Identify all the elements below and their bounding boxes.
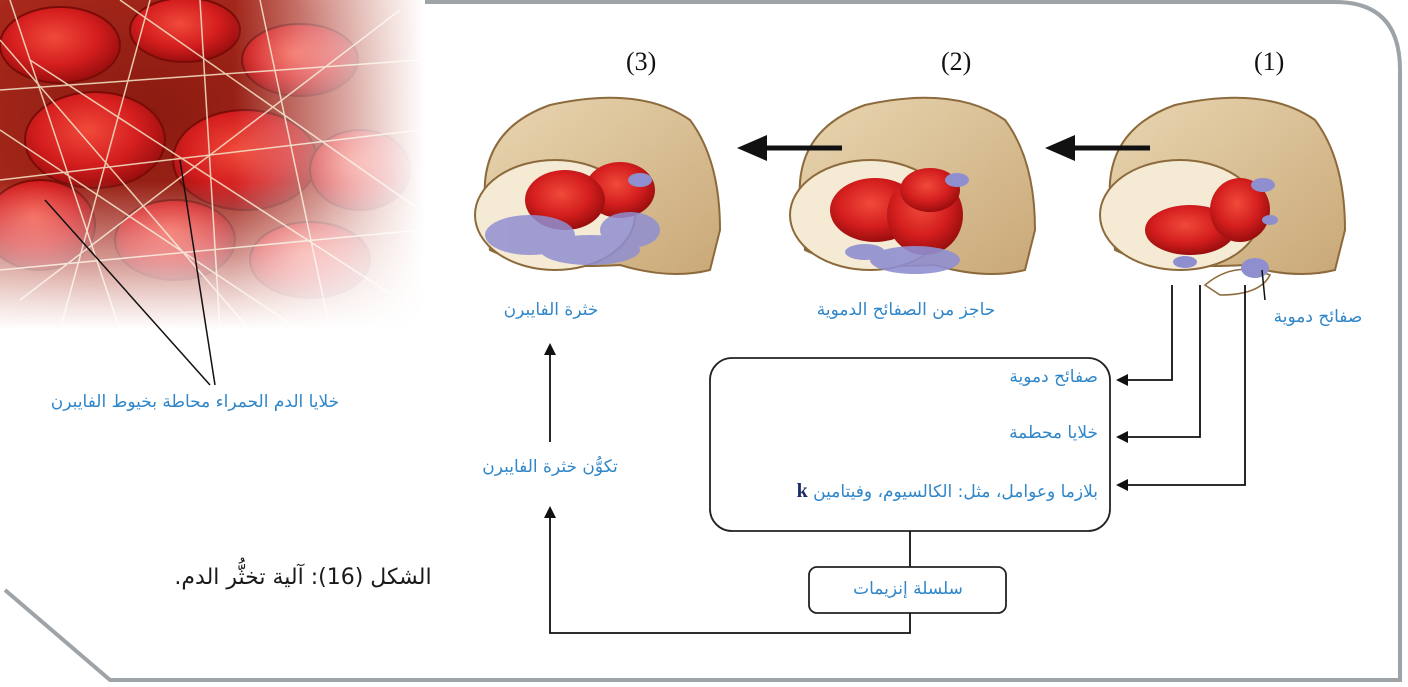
connector-damaged-cells <box>1118 285 1200 437</box>
figure-caption: الشكل (16): آلية تخثُّر الدم. <box>148 565 458 590</box>
stage-number-3: (3) <box>626 47 656 77</box>
connector-platelets <box>1118 285 1172 380</box>
factor-plasma: بلازما وعوامل، مثل: الكالسيوم، وفيتامين … <box>728 480 1098 503</box>
vitamin-letter: k <box>797 480 808 502</box>
vessel-stage-2 <box>790 98 1035 274</box>
factor-platelets: صفائح دموية <box>930 367 1098 387</box>
enzyme-chain-label: سلسلة إنزيمات <box>812 579 1004 599</box>
factor-damaged-cells: خلايا محطمة <box>930 423 1098 443</box>
factor-plasma-text: بلازما وعوامل، مثل: الكالسيوم، وفيتامين <box>813 482 1098 502</box>
stage-label-2: حاجز من الصفائح الدموية <box>800 300 1012 320</box>
stage-number-2: (2) <box>941 47 971 77</box>
clot-formation-label: تكوُّن خثرة الفايبرن <box>460 457 640 477</box>
vessel-stage-1 <box>1100 98 1345 295</box>
stage-label-1: صفائح دموية <box>1262 307 1374 327</box>
fibrin-photo <box>0 0 425 330</box>
stage-label-3: خثرة الفايبرن <box>478 300 624 320</box>
photo-label: خلايا الدم الحمراء محاطة بخيوط الفايبرن <box>28 392 362 412</box>
stage-number-1: (1) <box>1254 47 1284 77</box>
connector-plasma-factors <box>1118 285 1245 485</box>
vessel-stage-3 <box>475 98 720 274</box>
